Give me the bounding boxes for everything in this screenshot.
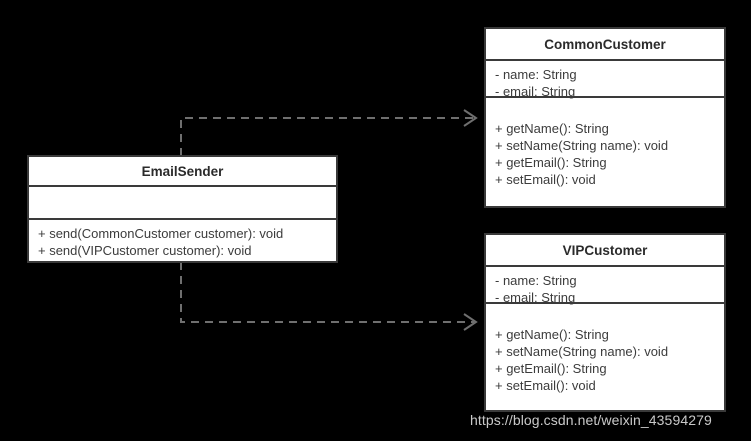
attributes-compartment-email-sender [29, 185, 336, 218]
method-item: + setName(String name): void [495, 138, 669, 153]
attribute-item: - email: String [495, 84, 576, 99]
method-item: + getEmail(): String [495, 155, 607, 170]
method-item: + getName(): String [495, 121, 609, 136]
watermark-url: https://blog.csdn.net/weixin_43594279 [470, 412, 712, 428]
method-item: + setEmail(): void [495, 378, 596, 393]
attributes-compartment-common-customer: - name: String - email: String [486, 59, 724, 99]
attribute-item: - name: String [495, 273, 577, 288]
method-item: + getName(): String [495, 327, 609, 342]
method-item: + setEmail(): void [495, 172, 596, 187]
method-item: + send(CommonCustomer customer): void [38, 226, 284, 241]
class-title-common-customer: CommonCustomer [544, 36, 666, 52]
attribute-item: - name: String [495, 67, 577, 82]
attribute-item: - email: String [495, 290, 576, 305]
method-item: + send(VIPCustomer customer): void [38, 243, 252, 258]
method-item: + setName(String name): void [495, 344, 669, 359]
class-title-vip-customer: VIPCustomer [562, 242, 648, 258]
dependency-arrow-common-customer [180, 109, 478, 156]
dependency-arrow-vip-customer [180, 262, 478, 331]
methods-compartment-common-customer: + getName(): String + setName(String nam… [486, 96, 724, 206]
class-box-vip-customer[interactable]: VIPCustomer - name: String - email: Stri… [484, 233, 726, 412]
methods-compartment-vip-customer: + getName(): String + setName(String nam… [486, 302, 724, 410]
methods-compartment-email-sender: + send(CommonCustomer customer): void + … [29, 218, 336, 261]
method-item: + getEmail(): String [495, 361, 607, 376]
class-box-email-sender[interactable]: EmailSender + send(CommonCustomer custom… [27, 155, 338, 263]
attributes-compartment-vip-customer: - name: String - email: String [486, 265, 724, 305]
class-title-email-sender: EmailSender [141, 163, 224, 179]
class-box-common-customer[interactable]: CommonCustomer - name: String - email: S… [484, 27, 726, 208]
